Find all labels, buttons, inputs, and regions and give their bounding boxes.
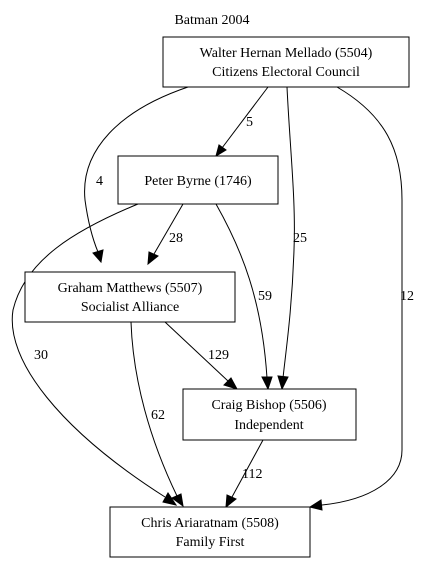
arrowhead	[147, 251, 159, 266]
node-walter-hernan-mellado: Walter Hernan Mellado (5504) Citizens El…	[162, 36, 410, 88]
node-peter-byrne: Peter Byrne (1746)	[117, 155, 279, 205]
node-party: Citizens Electoral Council	[212, 65, 360, 80]
node-box	[162, 36, 410, 88]
edge-line	[84, 86, 189, 253]
arrowhead	[261, 376, 273, 391]
edge-line	[221, 86, 269, 149]
edge-label: 25	[293, 231, 307, 246]
edge-bishop-to-ariaratnam: 112	[225, 439, 264, 509]
node-graham-matthews: Graham Matthews (5507) Socialist Allianc…	[24, 271, 236, 323]
edge-mellado-to-matthews: 4	[84, 86, 189, 264]
edge-matthews-to-ariaratnam: 62	[130, 321, 184, 508]
arrowhead	[277, 375, 289, 391]
edge-mellado-to-byrne: 5	[215, 86, 269, 158]
edge-line	[164, 321, 229, 382]
node-name: Craig Bishop (5506)	[211, 398, 326, 413]
edge-line	[231, 439, 264, 498]
edge-matthews-to-bishop: 129	[164, 321, 239, 390]
arrowhead	[92, 249, 104, 264]
arrowhead	[215, 144, 227, 158]
edge-label: 4	[96, 174, 103, 189]
edge-mellado-to-bishop: 25	[277, 86, 307, 391]
node-name: Peter Byrne (1746)	[144, 174, 252, 189]
arrowhead	[308, 499, 323, 511]
node-party: Socialist Alliance	[81, 300, 179, 315]
edge-label: 5	[246, 115, 253, 130]
graph-title: Batman 2004	[174, 13, 249, 28]
arrowhead	[162, 492, 178, 506]
edge-label: 129	[208, 348, 229, 363]
arrowhead	[223, 377, 239, 390]
arrowhead	[171, 493, 184, 508]
node-party: Family First	[176, 535, 245, 550]
edge-label: 12	[400, 289, 414, 304]
edge-label: 62	[151, 408, 165, 423]
edge-line	[11, 203, 166, 498]
edge-label: 112	[242, 467, 262, 482]
edge-label: 30	[34, 348, 48, 363]
edge-line	[130, 321, 178, 497]
edge-line	[153, 203, 184, 255]
edge-mellado-to-ariaratnam: 12	[308, 86, 414, 511]
node-craig-bishop: Craig Bishop (5506) Independent	[182, 388, 357, 441]
node-chris-ariaratnam: Chris Ariaratnam (5508) Family First	[109, 506, 311, 558]
node-box	[182, 388, 357, 441]
node-box	[24, 271, 236, 323]
edge-label: 59	[258, 289, 272, 304]
edge-line	[282, 86, 295, 379]
node-party: Independent	[234, 418, 303, 433]
edge-byrne-to-matthews: 28	[147, 203, 184, 266]
node-name: Graham Matthews (5507)	[58, 281, 203, 296]
edge-label: 28	[169, 231, 183, 246]
edge-line	[321, 86, 403, 506]
node-name: Walter Hernan Mellado (5504)	[200, 46, 373, 61]
node-name: Chris Ariaratnam (5508)	[141, 516, 279, 531]
edge-byrne-to-ariaratnam: 30	[11, 203, 178, 506]
arrowhead	[225, 494, 237, 509]
node-box	[117, 155, 279, 205]
node-box	[109, 506, 311, 558]
edge-byrne-to-bishop: 59	[215, 203, 273, 391]
edge-line	[215, 203, 268, 379]
